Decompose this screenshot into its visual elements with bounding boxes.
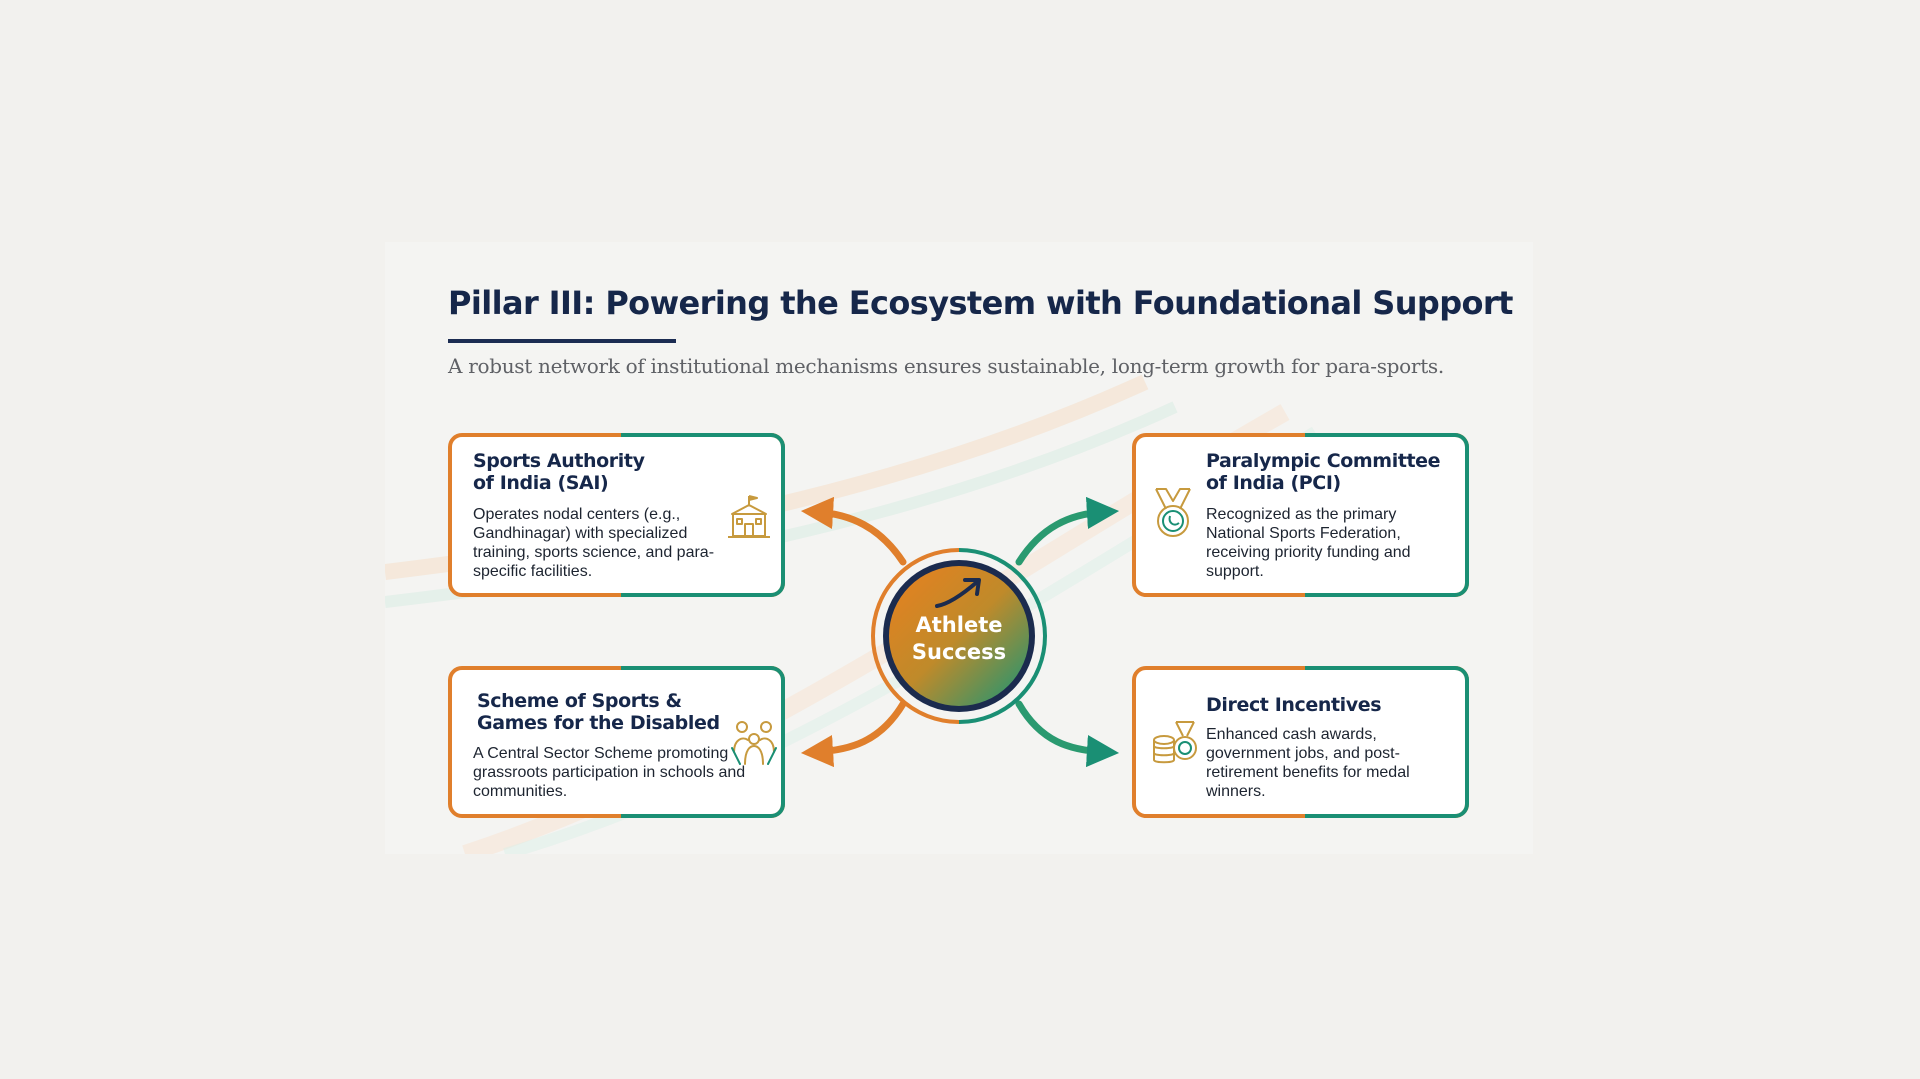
title-underline: [448, 339, 676, 343]
card-title: Direct Incentives: [1206, 694, 1382, 716]
arrow-to-scheme: [800, 700, 907, 768]
community-people-icon: [731, 721, 777, 765]
card-pci: Paralympic Committee of India (PCI) Reco…: [1132, 433, 1469, 597]
hub-label-line1: Athlete: [915, 613, 1003, 637]
coins-medal-icon: [1153, 721, 1197, 764]
page-subtitle: A robust network of institutional mechan…: [448, 354, 1444, 378]
card-title: Sports Authority of India (SAI): [473, 450, 645, 494]
hub-label-line2: Success: [911, 640, 1007, 664]
slide: Pillar III: Powering the Ecosystem with …: [385, 242, 1533, 854]
upward-trend-arrow-icon: [935, 578, 981, 608]
card-scheme: Scheme of Sports & Games for the Disable…: [448, 666, 785, 818]
institution-building-icon: [728, 495, 770, 538]
athlete-success-hub: [870, 548, 1048, 724]
arrow-to-pci: [1015, 496, 1120, 566]
card-body: Operates nodal centers (e.g., Gandhinaga…: [473, 506, 715, 580]
hub-label: Athlete Success: [894, 612, 1024, 666]
card-title: Scheme of Sports & Games for the Disable…: [477, 690, 720, 734]
card-body: A Central Sector Scheme promoting grassr…: [473, 745, 746, 800]
arrow-to-incentives: [1015, 700, 1120, 768]
page-title: Pillar III: Powering the Ecosystem with …: [448, 284, 1513, 322]
card-body: Recognized as the primary National Sport…: [1206, 506, 1411, 580]
card-sai: Sports Authority of India (SAI) Operates…: [448, 433, 785, 597]
connector-arrows: [800, 496, 1120, 768]
arrow-to-sai: [800, 496, 907, 566]
card-title: Paralympic Committee of India (PCI): [1206, 450, 1441, 494]
medal-icon: [1155, 488, 1191, 537]
card-body: Enhanced cash awards, government jobs, a…: [1206, 726, 1410, 800]
card-direct-incentives: Direct Incentives Enhanced cash awards, …: [1132, 666, 1469, 818]
